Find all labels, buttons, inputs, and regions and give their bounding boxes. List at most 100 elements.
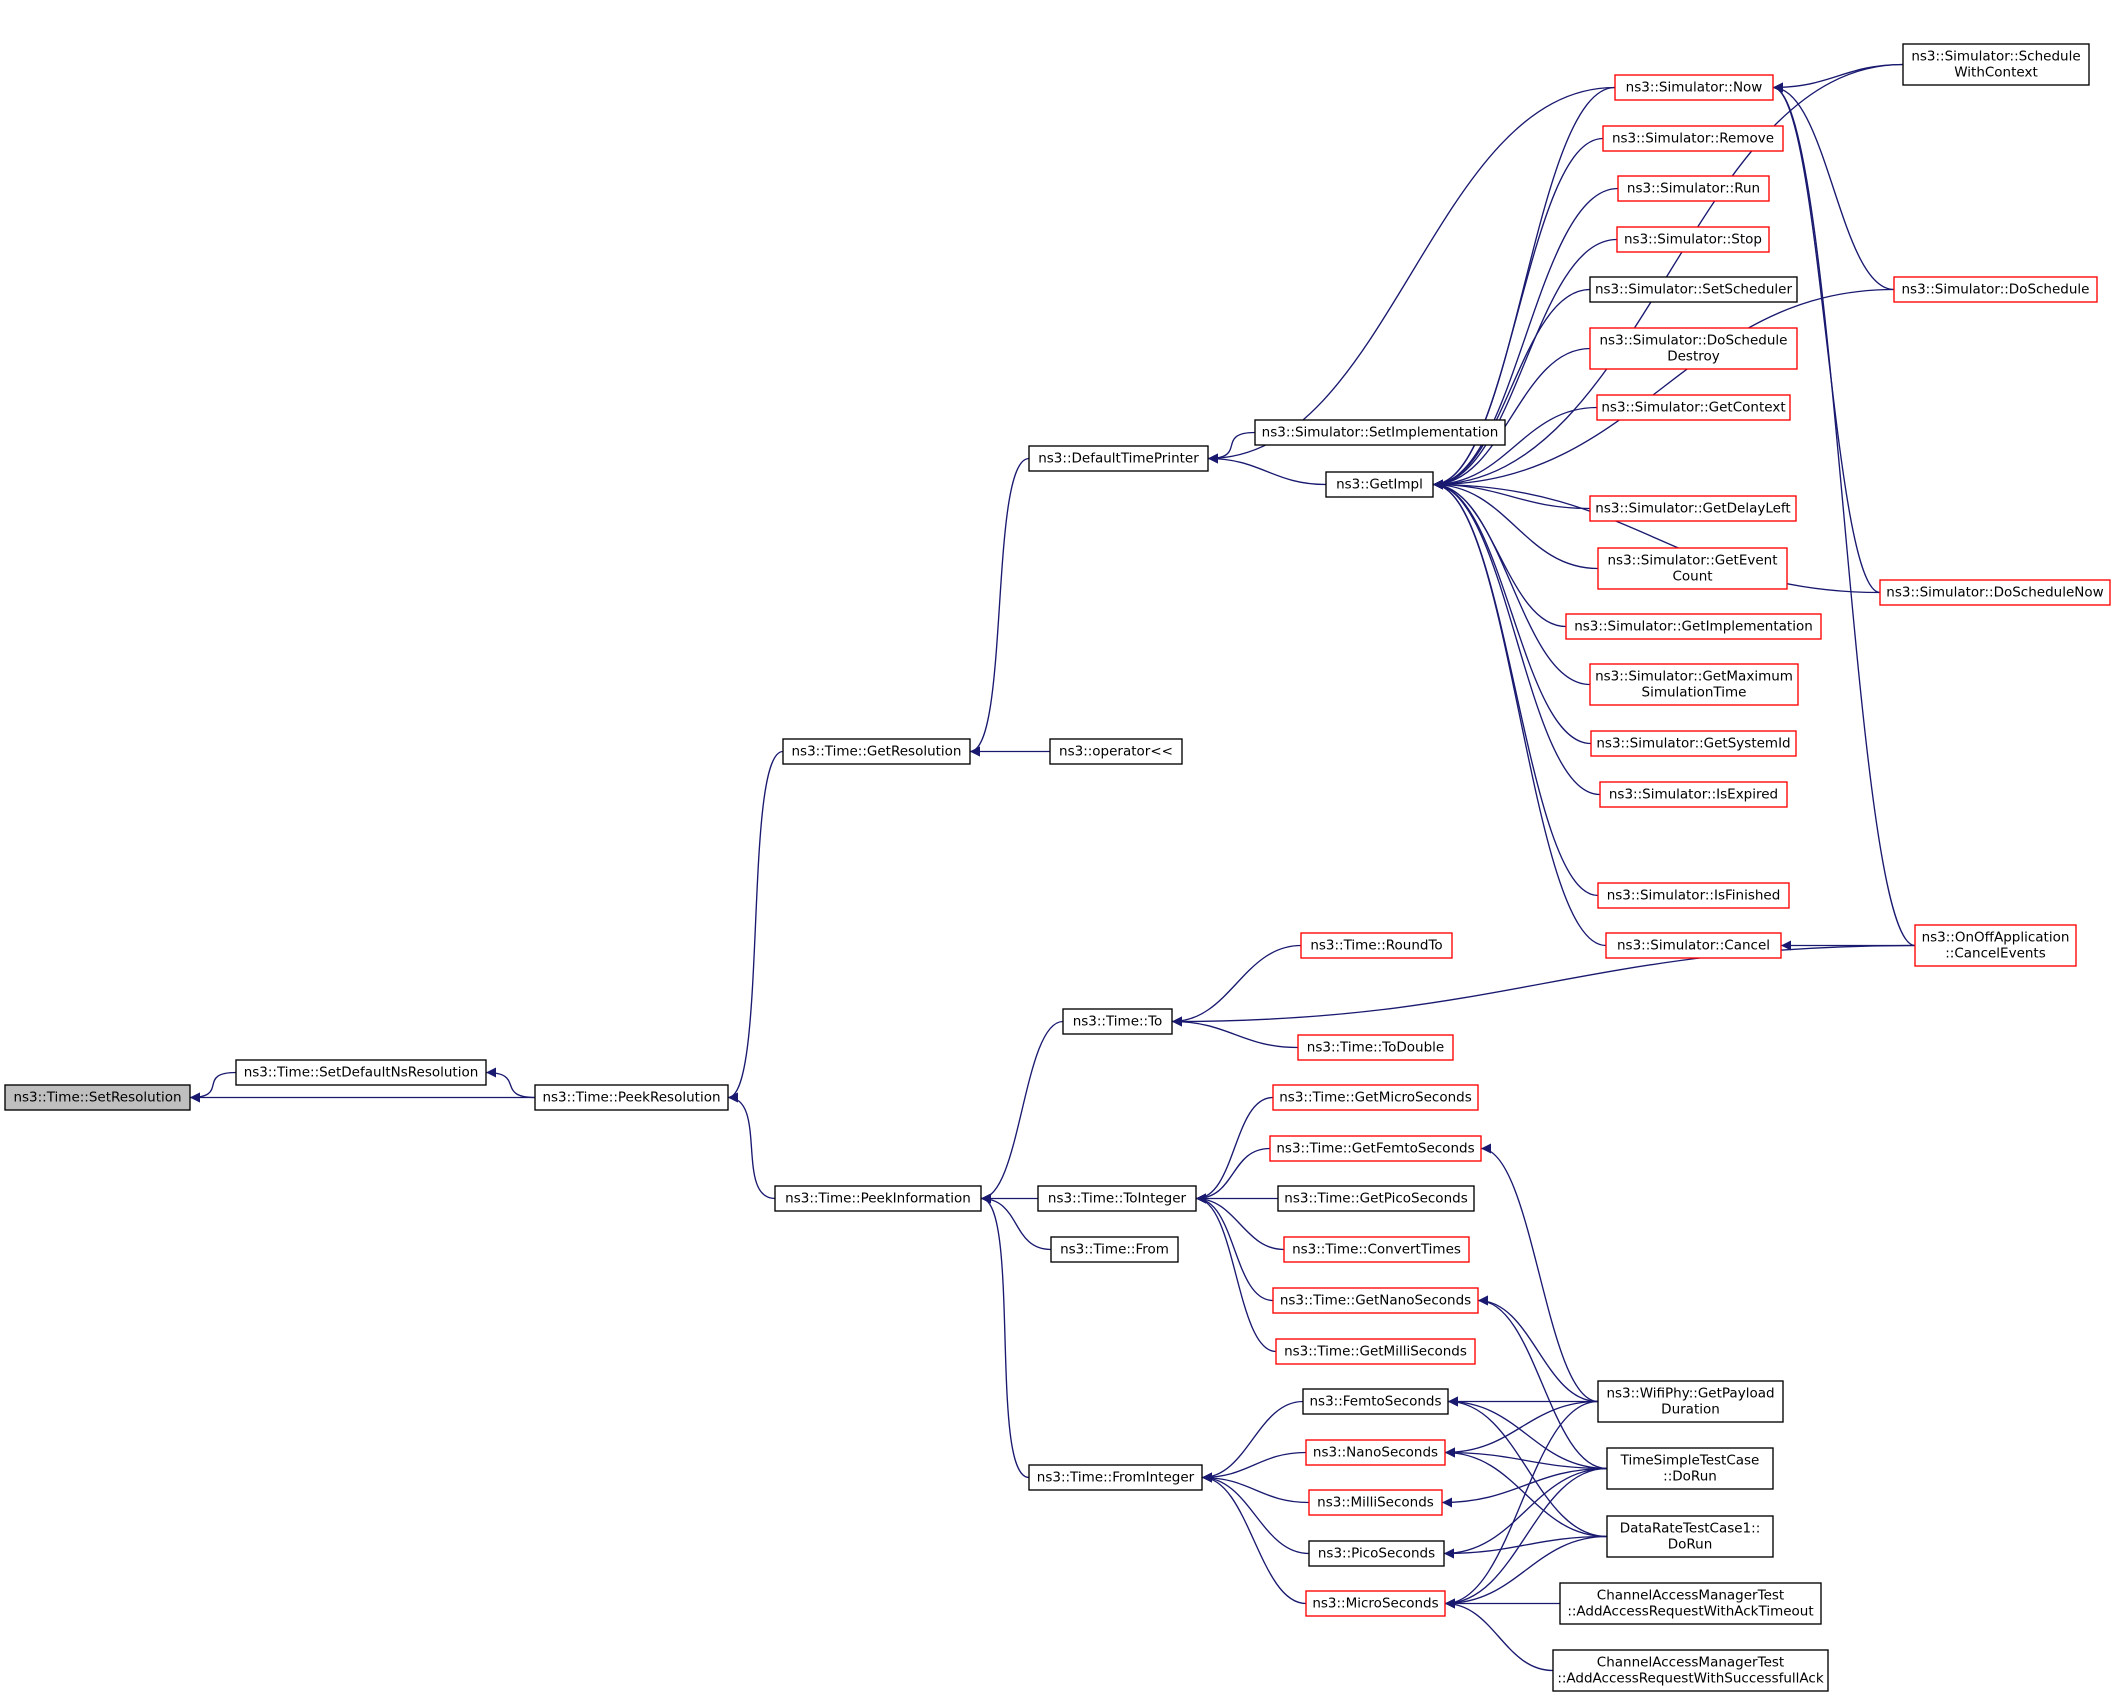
node-sim-stop[interactable]: ns3::Simulator::Stop [1616, 226, 1770, 253]
edge-sim-now-to-default-time-printer [1207, 86, 1616, 464]
node-label: ::AddAccessRequestWithSuccessfullAck [1557, 1671, 1824, 1687]
edge-sim-get-max-sim-time-to-get-impl [1432, 479, 1591, 686]
node-box [1272, 1287, 1479, 1314]
edge-get-resolution-to-peek-resolution [727, 750, 784, 1103]
node-sim-cancel[interactable]: ns3::Simulator::Cancel [1605, 932, 1782, 959]
node-sim-get-system-id[interactable]: ns3::Simulator::GetSystemId [1590, 730, 1797, 757]
edge-sim-do-schedule-destroy-to-get-impl [1432, 347, 1591, 490]
node-micro-seconds[interactable]: ns3::MicroSeconds [1305, 1590, 1446, 1617]
node-label: ns3::Simulator::SetImplementation [1262, 425, 1499, 441]
node-get-resolution[interactable]: ns3::Time::GetResolution [782, 738, 971, 765]
node-get-impl[interactable]: ns3::GetImpl [1325, 471, 1434, 498]
node-operator-shift[interactable]: ns3::operator<< [1049, 738, 1183, 765]
node-label: ns3::Time::ToDouble [1307, 1040, 1444, 1056]
node-onoff-cancel-events[interactable]: ns3::OnOffApplication::CancelEvents [1914, 924, 2077, 967]
edge-data-rate-test-case1-to-micro-seconds [1444, 1535, 1608, 1609]
node-label: Destroy [1667, 349, 1720, 365]
node-time-get-milli[interactable]: ns3::Time::GetMilliSeconds [1275, 1338, 1476, 1365]
node-sim-now[interactable]: ns3::Simulator::Now [1614, 74, 1774, 101]
node-time-convert-times[interactable]: ns3::Time::ConvertTimes [1283, 1236, 1470, 1263]
node-box [1589, 276, 1798, 303]
edge-layer [189, 63, 1916, 1672]
node-label: ns3::Time::GetMilliSeconds [1284, 1344, 1467, 1360]
node-sim-remove[interactable]: ns3::Simulator::Remove [1602, 125, 1784, 152]
node-box [1597, 1380, 1784, 1423]
node-sim-do-schedule-now[interactable]: ns3::Simulator::DoScheduleNow [1879, 579, 2111, 606]
node-sim-is-expired[interactable]: ns3::Simulator::IsExpired [1599, 781, 1788, 808]
node-label: TimeSimpleTestCase [1620, 1453, 1760, 1469]
edge-femto-seconds-to-time-from-integer [1201, 1400, 1304, 1483]
edge-time-get-femto-to-time-to-integer [1195, 1147, 1271, 1204]
node-set-default-ns-resolution[interactable]: ns3::Time::SetDefaultNsResolution [235, 1059, 487, 1086]
node-femto-seconds[interactable]: ns3::FemtoSeconds [1302, 1388, 1449, 1415]
node-pico-seconds[interactable]: ns3::PicoSeconds [1308, 1540, 1445, 1567]
node-box [1269, 1135, 1482, 1162]
node-box [1272, 1084, 1479, 1111]
node-box [1300, 932, 1453, 959]
edge-sim-schedule-with-context-to-sim-now [1772, 63, 1904, 93]
node-sim-get-context[interactable]: ns3::Simulator::GetContext [1596, 394, 1791, 421]
edge-time-from-integer-to-peek-information [980, 1193, 1030, 1479]
edge-time-simple-test-case-to-milli-seconds [1441, 1467, 1608, 1508]
node-box [1305, 1590, 1446, 1617]
node-milli-seconds[interactable]: ns3::MilliSeconds [1308, 1489, 1443, 1516]
node-time-get-femto[interactable]: ns3::Time::GetFemtoSeconds [1269, 1135, 1482, 1162]
node-sim-get-implementation[interactable]: ns3::Simulator::GetImplementation [1565, 613, 1822, 640]
node-set-implementation[interactable]: ns3::Simulator::SetImplementation [1254, 419, 1506, 446]
edge-channel-access-successful-ack-to-micro-seconds [1444, 1598, 1554, 1672]
node-box [1589, 663, 1799, 706]
node-time-get-nano[interactable]: ns3::Time::GetNanoSeconds [1272, 1287, 1479, 1314]
node-data-rate-test-case1[interactable]: DataRateTestCase1::DoRun [1606, 1515, 1774, 1558]
node-label: ns3::Time::RoundTo [1310, 938, 1442, 954]
node-label: ::AddAccessRequestWithAckTimeout [1567, 1604, 1813, 1620]
node-sim-set-scheduler[interactable]: ns3::Simulator::SetScheduler [1589, 276, 1798, 303]
node-time-round-to[interactable]: ns3::Time::RoundTo [1300, 932, 1453, 959]
node-time-to-integer[interactable]: ns3::Time::ToInteger [1037, 1185, 1197, 1212]
edge-time-simple-test-case-to-nano-seconds [1444, 1447, 1608, 1470]
node-box [1590, 730, 1797, 757]
edge-get-impl-to-default-time-printer [1207, 453, 1327, 486]
edge-default-time-printer-to-get-resolution [969, 457, 1030, 757]
edge-time-round-to-to-time-to [1171, 944, 1302, 1027]
node-label: ns3::Time::SetDefaultNsResolution [244, 1065, 479, 1081]
node-box [1049, 738, 1183, 765]
node-time-simple-test-case[interactable]: TimeSimpleTestCase::DoRun [1606, 1447, 1774, 1490]
node-peek-information[interactable]: ns3::Time::PeekInformation [774, 1185, 982, 1212]
node-time-from-integer[interactable]: ns3::Time::FromInteger [1028, 1464, 1203, 1491]
edge-wifiphy-get-payload-duration-to-micro-seconds [1444, 1400, 1599, 1609]
node-sim-do-schedule[interactable]: ns3::Simulator::DoSchedule [1893, 276, 2098, 303]
edge-time-get-micro-to-time-to-integer [1195, 1096, 1274, 1204]
edge-time-get-nano-to-time-to-integer [1195, 1193, 1274, 1302]
node-time-get-micro[interactable]: ns3::Time::GetMicroSeconds [1272, 1084, 1479, 1111]
node-nano-seconds[interactable]: ns3::NanoSeconds [1305, 1439, 1446, 1466]
node-peek-resolution[interactable]: ns3::Time::PeekResolution [534, 1084, 729, 1111]
node-box [1308, 1540, 1445, 1567]
node-box [1028, 1464, 1203, 1491]
edge-sim-do-schedule-to-get-impl [1432, 288, 1895, 490]
node-label: ns3::Time::GetResolution [791, 744, 961, 760]
edge-time-convert-times-to-time-to-integer [1195, 1193, 1285, 1251]
node-sim-run[interactable]: ns3::Simulator::Run [1617, 175, 1770, 202]
node-sim-is-finished[interactable]: ns3::Simulator::IsFinished [1597, 882, 1790, 909]
node-time-from[interactable]: ns3::Time::From [1050, 1236, 1179, 1263]
node-label: Duration [1661, 1402, 1720, 1418]
node-channel-access-successful-ack[interactable]: ChannelAccessManagerTest::AddAccessReque… [1552, 1649, 1829, 1692]
node-box [1283, 1236, 1470, 1263]
node-channel-access-ack-timeout[interactable]: ChannelAccessManagerTest::AddAccessReque… [1559, 1582, 1822, 1625]
node-time-to[interactable]: ns3::Time::To [1062, 1008, 1173, 1035]
node-sim-get-delay-left[interactable]: ns3::Simulator::GetDelayLeft [1589, 495, 1797, 522]
node-box [1050, 1236, 1179, 1263]
node-box [1606, 1515, 1774, 1558]
node-box [1606, 1447, 1774, 1490]
node-time-to-double[interactable]: ns3::Time::ToDouble [1297, 1034, 1454, 1061]
edge-wifiphy-get-payload-duration-to-time-get-nano [1477, 1295, 1599, 1403]
node-time-get-pico[interactable]: ns3::Time::GetPicoSeconds [1277, 1185, 1475, 1212]
edge-time-simple-test-case-to-time-get-nano [1477, 1295, 1608, 1470]
node-set-resolution[interactable]: ns3::Time::SetResolution [4, 1084, 191, 1111]
node-default-time-printer[interactable]: ns3::DefaultTimePrinter [1028, 445, 1209, 472]
